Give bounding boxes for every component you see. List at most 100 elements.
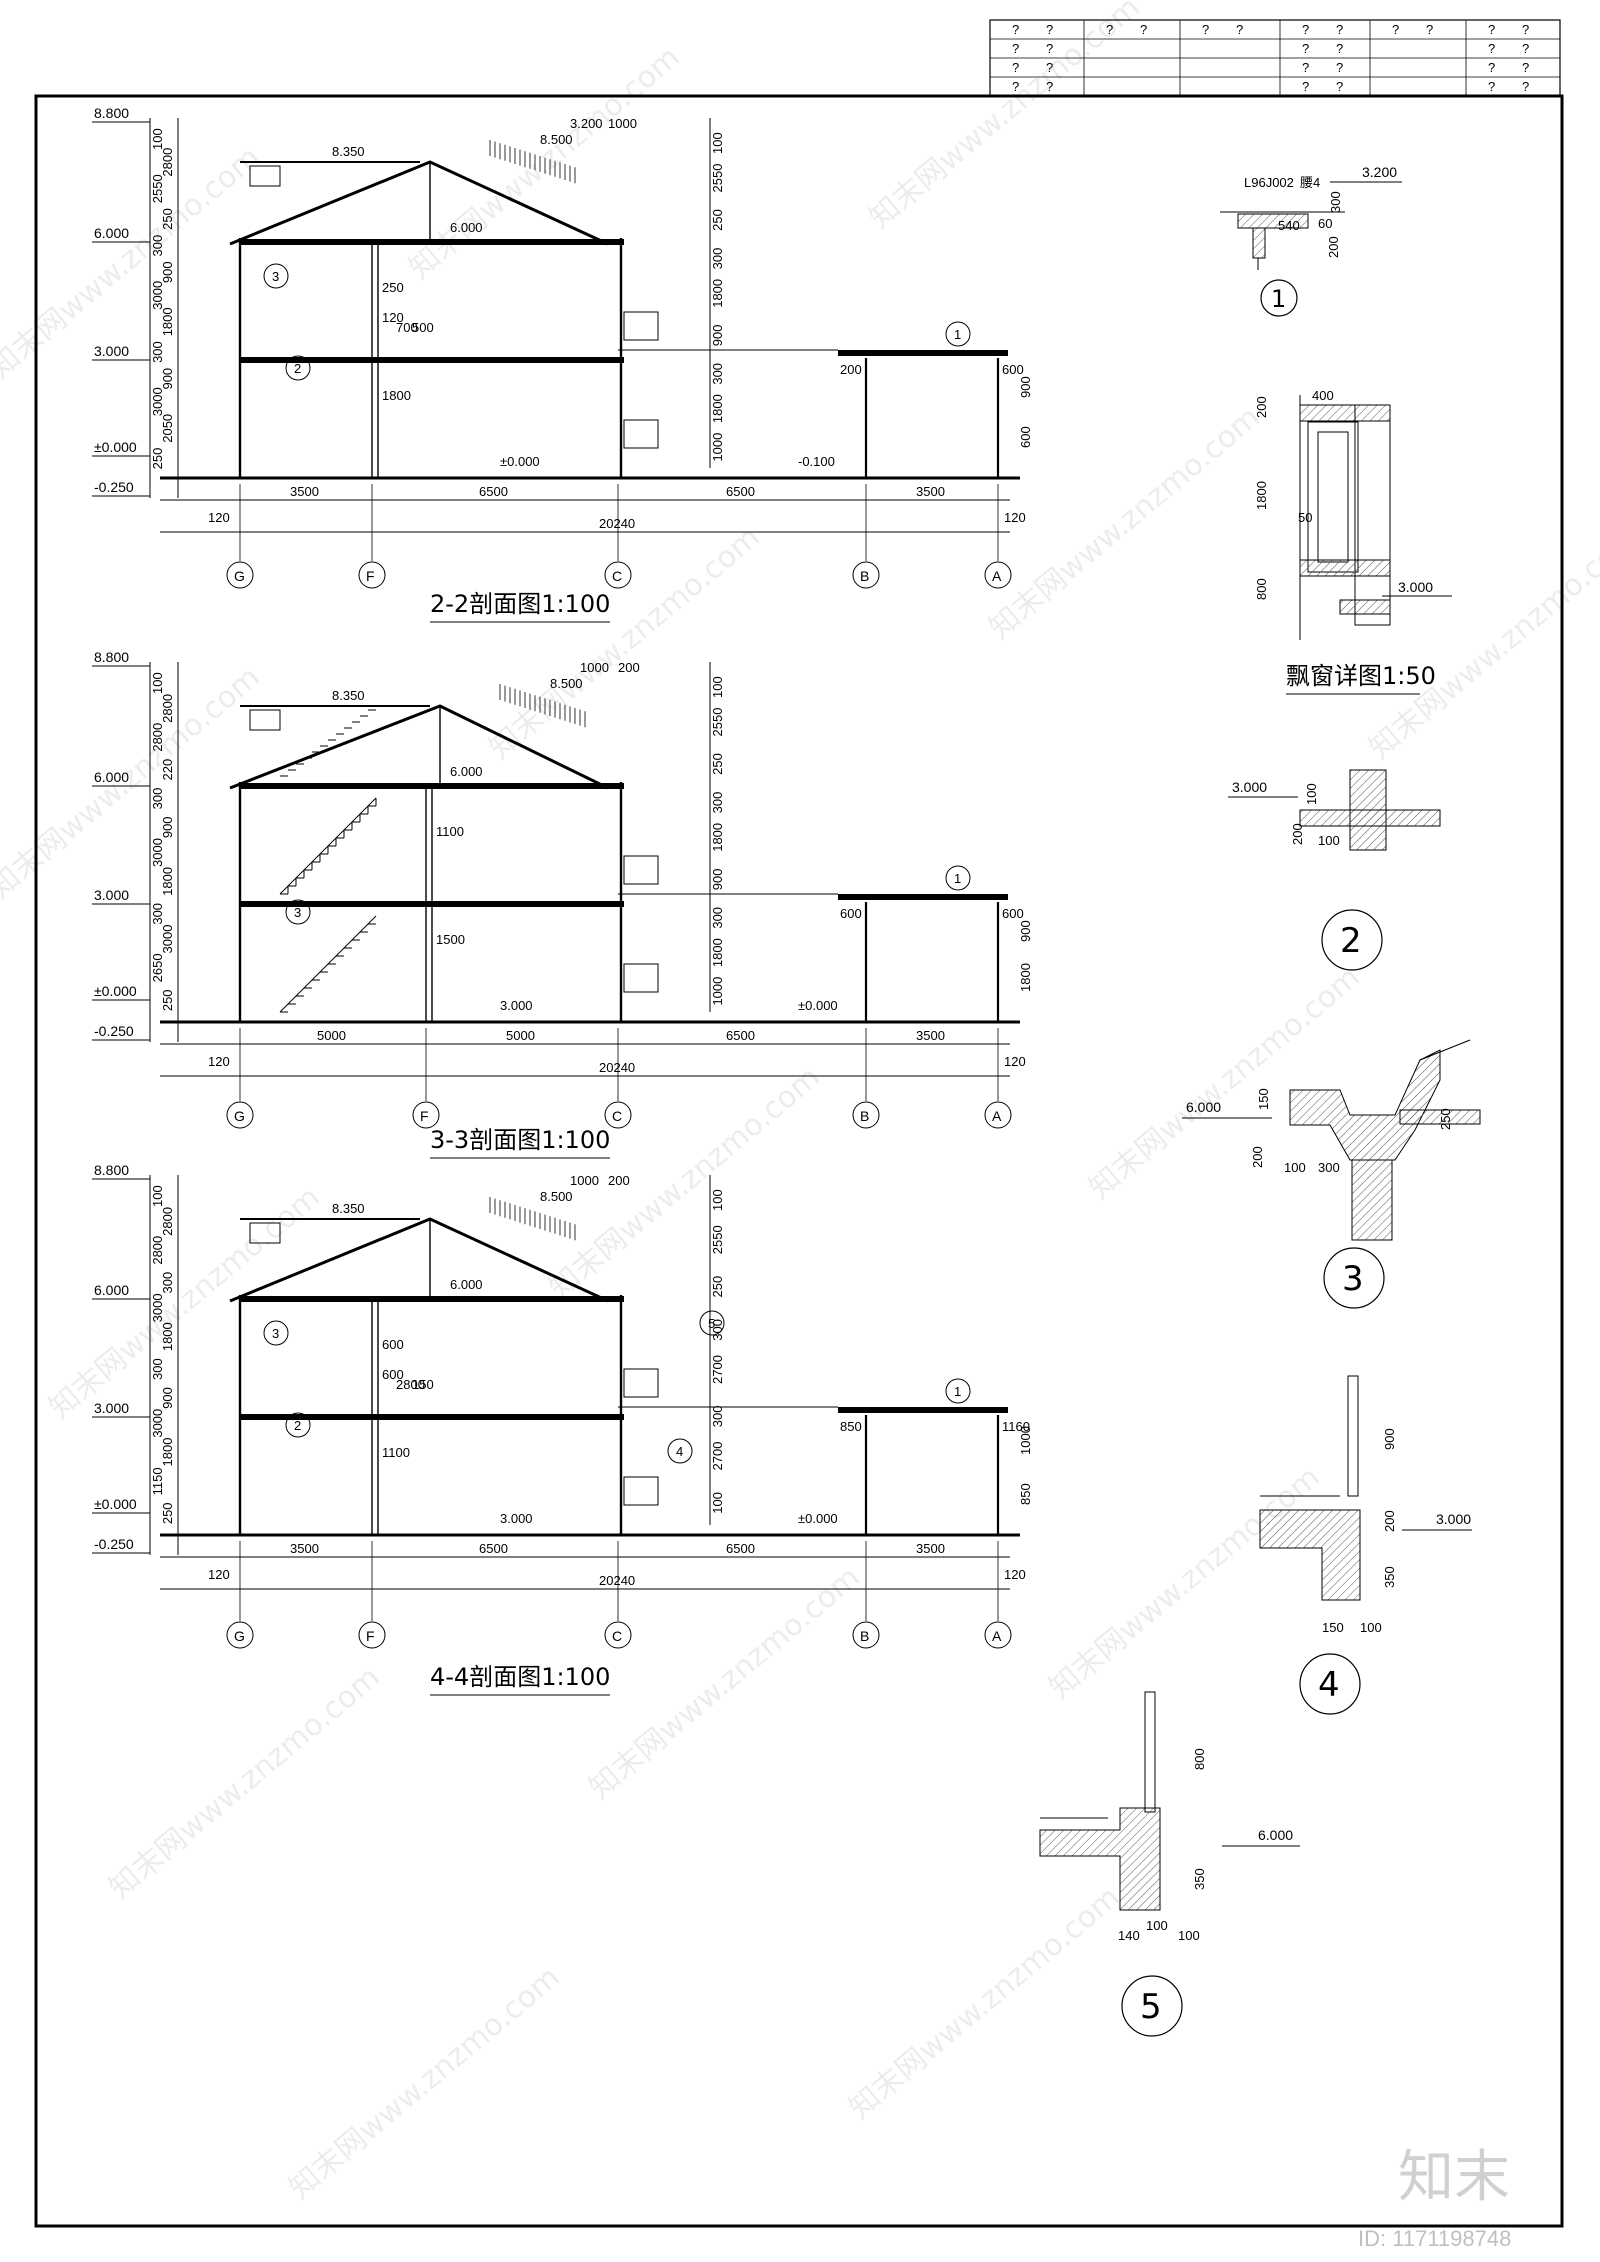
parapet-left: [249, 709, 281, 731]
section-title: 4-4剖面图1:100: [430, 1663, 610, 1691]
vertical-dim-right: 250: [710, 753, 725, 775]
level-mark: -0.250: [94, 1536, 134, 1552]
axis-label: A: [992, 568, 1002, 584]
axis-label: F: [366, 1628, 375, 1644]
title-block-cell: ?: [1302, 22, 1309, 37]
vertical-dim-right: 900: [710, 325, 725, 347]
axis-bubble: [984, 561, 1012, 589]
watermark-text: 知末网www.znzmo.com: [583, 1560, 867, 1806]
inner-label: 700: [396, 320, 418, 335]
axis-bubble: [604, 1621, 632, 1649]
watermark-text: 知末网www.znzmo.com: [43, 1180, 327, 1426]
detail-5-dim-e: 140: [1118, 1928, 1140, 1943]
bay-dim-200: 200: [1254, 396, 1269, 418]
inner-label: 1800: [1018, 963, 1033, 992]
callout-bubble: [667, 1438, 693, 1464]
detail-2-level: 3.000: [1232, 779, 1267, 795]
inner-label: 3.200: [570, 116, 603, 131]
inner-label: 1800: [382, 388, 411, 403]
detail-2: 3.000 100 200 100 2: [1228, 769, 1441, 971]
vertical-dim-right: 1000: [710, 433, 725, 462]
vertical-dim: 100: [150, 672, 165, 694]
inner-label: 150: [412, 1377, 434, 1392]
detail-3-dim-e: 200: [1250, 1146, 1265, 1168]
axis-bubble: [984, 1101, 1012, 1129]
detail-1: L96J002 腰4 3.200 300 60 540 200 1: [1220, 164, 1402, 317]
total-dim: 20240: [599, 1573, 635, 1588]
vertical-dim-right: 250: [710, 209, 725, 231]
inner-label: 1000: [570, 1173, 599, 1188]
inner-label: 8.350: [332, 1201, 365, 1216]
inner-label: 1100: [382, 1445, 410, 1460]
vertical-dim-right: 1800: [710, 394, 725, 423]
bay-dim: 3500: [916, 1541, 945, 1556]
level-mark: ±0.000: [94, 983, 137, 999]
title-block-cell: ?: [1488, 79, 1495, 94]
inner-label: 250: [382, 280, 404, 295]
watermark-text: 知末网www.znzmo.com: [283, 1960, 567, 2206]
vertical-dim: 100: [150, 1185, 165, 1207]
window: [623, 311, 659, 341]
total-dim: 20240: [599, 516, 635, 531]
axis-bubble: [984, 1621, 1012, 1649]
inner-label: 200: [618, 660, 640, 675]
title-block-cell: ?: [1522, 41, 1529, 56]
vertical-dim: 300: [150, 1358, 165, 1380]
axis-label: C: [612, 1108, 622, 1124]
section-4-4: 8.8006.0003.000±0.000-0.2501002800280030…: [92, 1162, 1033, 1696]
watermark-text: 知末网www.znzmo.com: [0, 660, 267, 906]
detail-5-dim-f: 100: [1146, 1918, 1168, 1933]
level-mark: -0.250: [94, 479, 134, 495]
vertical-dim: 300: [150, 788, 165, 810]
callout-number: 1: [954, 871, 961, 886]
title-block-cell: ?: [1488, 60, 1495, 75]
floor-slab: [240, 239, 624, 245]
axis-bubble: [852, 561, 880, 589]
bay-window-detail: 400 200 1800 50 800 3.000 飘窗详图1:50: [1254, 388, 1452, 695]
level-mark: -0.250: [94, 1023, 134, 1039]
bay-dim-800: 800: [1254, 578, 1269, 600]
title-block-cell: ?: [1488, 41, 1495, 56]
bay-dim-top: 400: [1312, 388, 1334, 403]
callout-bubble: [945, 865, 971, 891]
detail-1-dim-e: 200: [1326, 236, 1341, 258]
vertical-dim: 900: [160, 816, 175, 838]
axis-bubble: [226, 561, 254, 589]
stair-rail: [279, 797, 377, 895]
inner-label: 3.000: [500, 1511, 533, 1526]
inner-label: 900: [1018, 376, 1033, 398]
vertical-dim: 2800: [150, 1236, 165, 1265]
title-block-cell: ?: [1046, 60, 1053, 75]
detail-3-dim-c: 250: [1438, 1108, 1453, 1130]
section-title: 3-3剖面图1:100: [430, 1126, 610, 1154]
title-block-cell: ?: [1488, 22, 1495, 37]
title-block-cell: ?: [1012, 79, 1019, 94]
level-mark: ±0.000: [94, 439, 137, 455]
axis-label: F: [366, 568, 375, 584]
detail-1-circle: [1260, 279, 1298, 317]
section-3-3: 8.8006.0003.000±0.000-0.2501002800280022…: [92, 649, 1033, 1159]
axis-bubble: [226, 1621, 254, 1649]
vertical-dim: 300: [150, 903, 165, 925]
title-block-cell: ?: [1522, 79, 1529, 94]
total-dim: 20240: [599, 1060, 635, 1075]
vertical-dim-right: 100: [710, 676, 725, 698]
level-mark: 3.000: [94, 887, 129, 903]
callout-number: 3: [272, 269, 279, 284]
detail-4-dim-e: 100: [1360, 1620, 1382, 1635]
window: [623, 963, 659, 993]
axis-bubble: [852, 1621, 880, 1649]
callout-bubble: [263, 1320, 289, 1346]
vertical-dim: 250: [160, 1502, 175, 1524]
edge-dim-left: 120: [208, 1054, 230, 1069]
bay-dim: 3500: [290, 484, 319, 499]
annex-roof: [838, 350, 1008, 356]
inner-label: 500: [412, 320, 434, 335]
detail-4: 900 200 350 3.000 150 100 4: [1259, 1375, 1472, 1715]
floor-slab: [240, 1414, 624, 1420]
vertical-dim: 250: [160, 208, 175, 230]
inner-label: 600: [1018, 426, 1033, 448]
level-mark: 3.000: [94, 1400, 129, 1416]
detail-4-dim-d: 150: [1322, 1620, 1344, 1635]
